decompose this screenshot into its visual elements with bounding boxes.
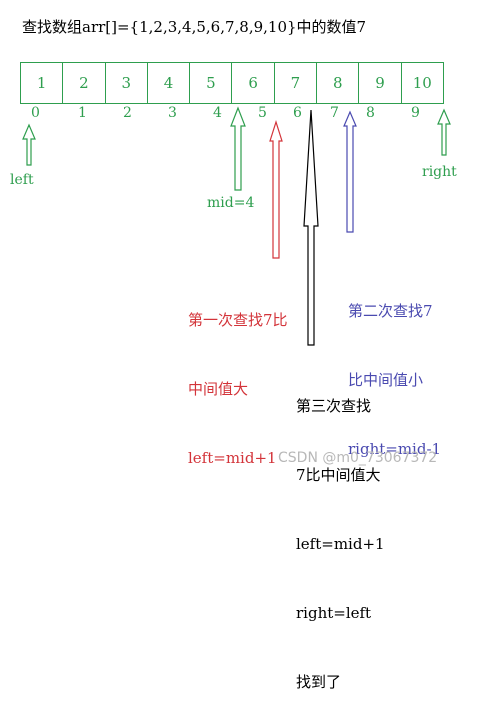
array-cell: 2 [63,63,106,103]
array-cell: 1 [21,63,64,103]
array-cell: 6 [232,63,275,103]
array-cell: 5 [190,63,233,103]
diagram-title: 查找数组arr[]={1,2,3,4,5,6,7,8,9,10}中的数值7 [22,18,367,36]
array-cell: 7 [275,63,318,103]
note-line: 7比中间值大 [296,466,381,484]
array-index: 7 [330,105,339,121]
array-row: 1 2 3 4 5 6 7 8 9 10 [20,62,444,104]
note-line: 第一次查找7比 [188,311,288,329]
array-index: 2 [123,105,132,121]
pointer-arrows [22,106,451,346]
array-index: 6 [293,105,302,121]
left-label: left [10,172,34,188]
array-index: 0 [31,105,40,121]
note-line: 第三次查找 [296,397,372,415]
second-search-arrow [343,110,357,233]
array-cell: 9 [359,63,402,103]
array-cell: 10 [412,74,432,92]
array-index: 8 [366,105,375,121]
array-cell: 4 [148,63,191,103]
note-line: right=left [296,604,372,622]
array-index: 9 [411,105,420,121]
right-label: right [422,164,457,180]
array-cell: 3 [106,63,148,103]
right-arrow [437,108,451,156]
first-search-note: 第一次查找7比 中间值大 left=mid+1 [188,263,288,493]
note-line: right=mid-1 [348,440,442,458]
note-line: left=mid+1 [188,449,277,467]
mid-arrow [230,106,246,191]
note-line: 找到了 [296,673,342,691]
note-line: left=mid+1 [296,535,385,553]
array-index: 1 [78,105,87,121]
left-arrow [22,123,36,166]
note-line: 比中间值小 [348,371,424,389]
note-line: 第二次查找7 [348,302,433,320]
note-line: 中间值大 [188,380,249,398]
second-search-note: 第二次查找7 比中间值小 right=mid-1 [348,254,441,484]
array-index: 4 [213,105,222,121]
array-cell: 8 [317,63,360,103]
third-search-arrow [303,109,319,346]
first-search-arrow [269,120,283,259]
array-index: 3 [168,105,177,121]
array-index: 5 [258,105,267,121]
mid-label: mid=4 [207,195,255,211]
third-search-note: 第三次查找 7比中间值大 left=mid+1 right=left 找到了 [296,349,385,717]
watermark: CSDN @m0_73067372 [278,450,438,466]
